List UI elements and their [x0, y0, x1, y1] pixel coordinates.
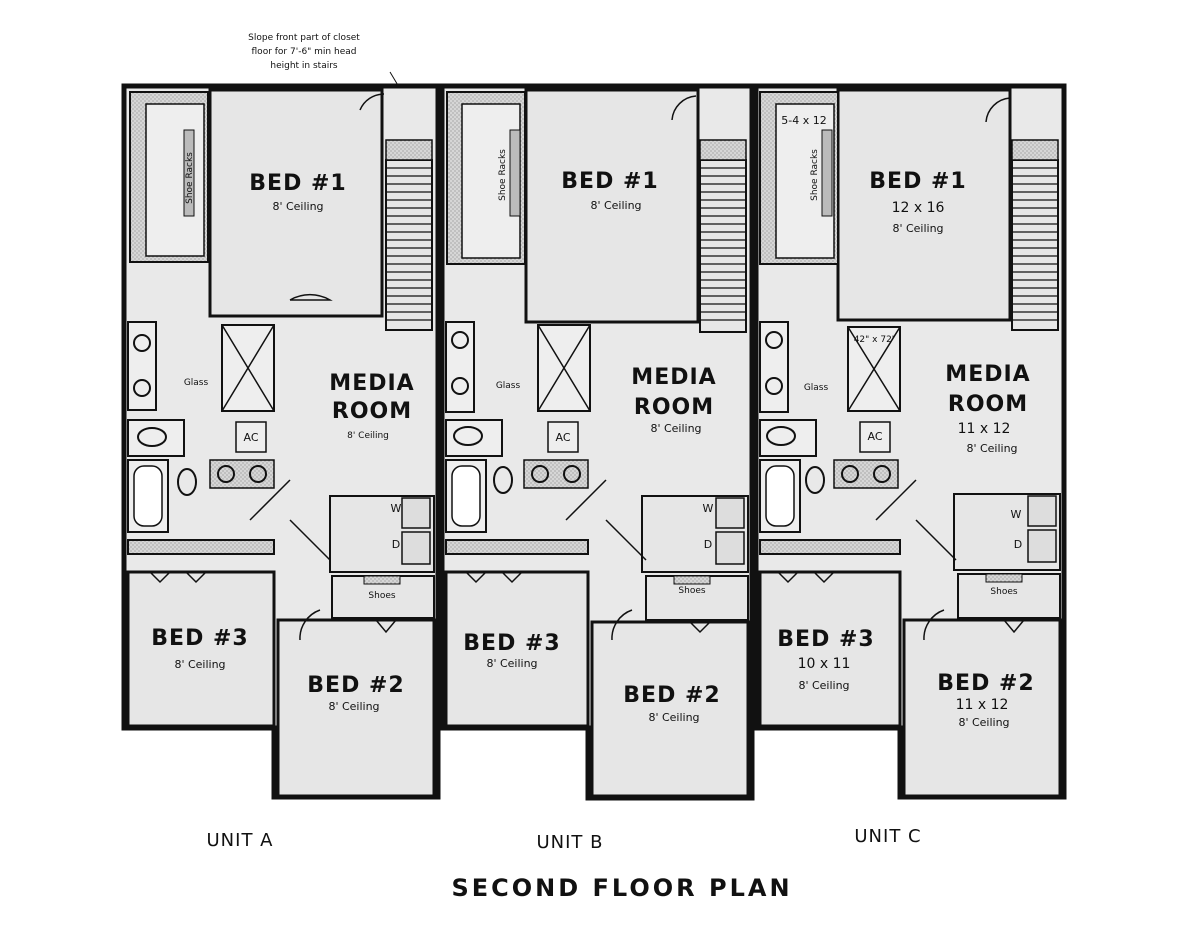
unit-c-bed2-ceiling: 8' Ceiling [958, 716, 1009, 729]
unit-b-dryer: D [704, 538, 712, 551]
unit-c-bed3-size: 10 x 11 [798, 656, 851, 672]
unit-b-media-line1: MEDIA [631, 365, 716, 390]
unit-b-bed2-room [590, 620, 750, 798]
unit-c-shoe-racks: Shoe Racks [810, 149, 820, 201]
unit-c-glass: Glass [804, 383, 829, 393]
unit-b-bed2-ceiling: 8' Ceiling [648, 711, 699, 724]
unit-a-bed1-label: BED #1 [249, 171, 346, 196]
unit-c-sink-icon [841, 465, 859, 483]
unit-a-bed1-ceiling: 8' Ceiling [272, 200, 323, 213]
unit-b-shoe-racks: Shoe Racks [498, 149, 508, 201]
unit-a-toilet-icon [177, 468, 197, 496]
note-line-2: floor for 7'-6" min head [252, 47, 357, 57]
unit-b: BED #1 8' Ceiling MEDIA ROOM 8' Ceiling … [439, 83, 755, 853]
unit-b-glass: Glass [496, 381, 521, 391]
unit-b-bed3-label: BED #3 [463, 631, 560, 656]
unit-a-media-line2: ROOM [332, 399, 412, 424]
unit-c-bed2-label: BED #2 [937, 671, 1034, 696]
unit-b-toilet-icon [453, 426, 483, 446]
unit-c-bed2-size: 11 x 12 [956, 697, 1009, 713]
unit-c-bed3-ceiling: 8' Ceiling [798, 679, 849, 692]
unit-a-bed2-label: BED #2 [307, 673, 404, 698]
unit-a-media-ceiling: 8' Ceiling [347, 431, 389, 441]
unit-c-bed3-room [758, 570, 902, 728]
unit-c-bed1-label: BED #1 [869, 169, 966, 194]
unit-c-dryer: D [1014, 538, 1022, 551]
unit-c-bed3-label: BED #3 [777, 627, 874, 652]
unit-b-sink-icon [531, 465, 549, 483]
unit-c-ac-unit [859, 421, 891, 453]
unit-b-stairs [699, 139, 747, 333]
unit-c-ac: AC [867, 430, 882, 443]
unit-b-ac-unit [547, 421, 579, 453]
unit-c-sink-icon [873, 465, 891, 483]
unit-c-name: UNIT C [854, 826, 921, 847]
unit-b-sink-icon [563, 465, 581, 483]
unit-b-sink-icon [451, 377, 469, 395]
unit-b-washer: W [703, 502, 714, 515]
unit-a-sink-icon [133, 379, 151, 397]
unit-a-sink-icon [249, 465, 267, 483]
unit-b-toilet-icon [493, 466, 513, 494]
unit-a-bed2-ceiling: 8' Ceiling [328, 700, 379, 713]
unit-c-media-line2: ROOM [948, 392, 1028, 417]
unit-a-toilet-icon [137, 427, 167, 447]
unit-a-shoe-racks: Shoe Racks [185, 152, 195, 204]
unit-a-bed3-label: BED #3 [151, 626, 248, 651]
unit-c-toilet-icon [766, 426, 796, 446]
unit-a-bed1-room [208, 88, 384, 318]
unit-c-sink-icon [765, 377, 783, 395]
unit-c-washer: W [1011, 508, 1022, 521]
unit-a-sink-icon [133, 334, 151, 352]
unit-c-closet-size: 5-4 x 12 [781, 114, 826, 127]
unit-b-bed1-room [524, 88, 700, 324]
unit-a-ac: AC [243, 431, 258, 444]
note-line-3: height in stairs [270, 61, 338, 71]
unit-c-bed1-ceiling: 8' Ceiling [892, 222, 943, 235]
unit-b-bed2-label: BED #2 [623, 683, 720, 708]
unit-a-bed2-room [276, 618, 436, 798]
unit-c-bed1-size: 12 x 16 [892, 200, 945, 216]
unit-c-shower-size: 42" x 72' [854, 335, 895, 345]
unit-a-dryer: D [392, 538, 400, 551]
unit-a-name: UNIT A [207, 830, 274, 851]
unit-c-bed2-room [902, 618, 1062, 798]
unit-a-glass: Glass [184, 378, 209, 388]
unit-a: BED #1 8' Ceiling MEDIA ROOM 8' Ceiling … [121, 83, 441, 851]
unit-b-bed1-label: BED #1 [561, 169, 658, 194]
unit-a-bed3-room [126, 570, 276, 728]
unit-c-bed1-room [836, 88, 1012, 322]
unit-a-stairs [385, 139, 433, 331]
unit-a-ac-unit [235, 421, 267, 453]
unit-b-media-line2: ROOM [634, 395, 714, 420]
unit-a-bed3-ceiling: 8' Ceiling [174, 658, 225, 671]
unit-b-ac: AC [555, 431, 570, 444]
unit-c-media-ceiling: 8' Ceiling [966, 442, 1017, 455]
unit-c: 5-4 x 12 BED #1 12 x 16 8' Ceiling 42" x… [753, 83, 1067, 847]
unit-a-media-line1: MEDIA [329, 371, 414, 396]
plan-title: SECOND FLOOR PLAN [451, 874, 792, 902]
unit-c-media-line1: MEDIA [945, 362, 1030, 387]
unit-b-bed3-ceiling: 8' Ceiling [486, 657, 537, 670]
unit-c-stairs [1011, 139, 1059, 331]
unit-b-bed1-ceiling: 8' Ceiling [590, 199, 641, 212]
unit-a-sink-icon [217, 465, 235, 483]
unit-b-bed3-room [444, 570, 590, 728]
note-line-1: Slope front part of closet [248, 33, 360, 43]
unit-b-sink-icon [451, 331, 469, 349]
unit-b-media-ceiling: 8' Ceiling [650, 422, 701, 435]
unit-c-shoes: Shoes [990, 587, 1017, 597]
unit-c-media-size: 11 x 12 [958, 421, 1011, 437]
unit-b-shoes: Shoes [678, 586, 705, 596]
unit-b-name: UNIT B [536, 832, 603, 853]
unit-c-sink-icon [765, 331, 783, 349]
unit-a-washer: W [391, 502, 402, 515]
unit-a-shoes: Shoes [368, 591, 395, 601]
unit-c-toilet-icon [805, 466, 825, 494]
